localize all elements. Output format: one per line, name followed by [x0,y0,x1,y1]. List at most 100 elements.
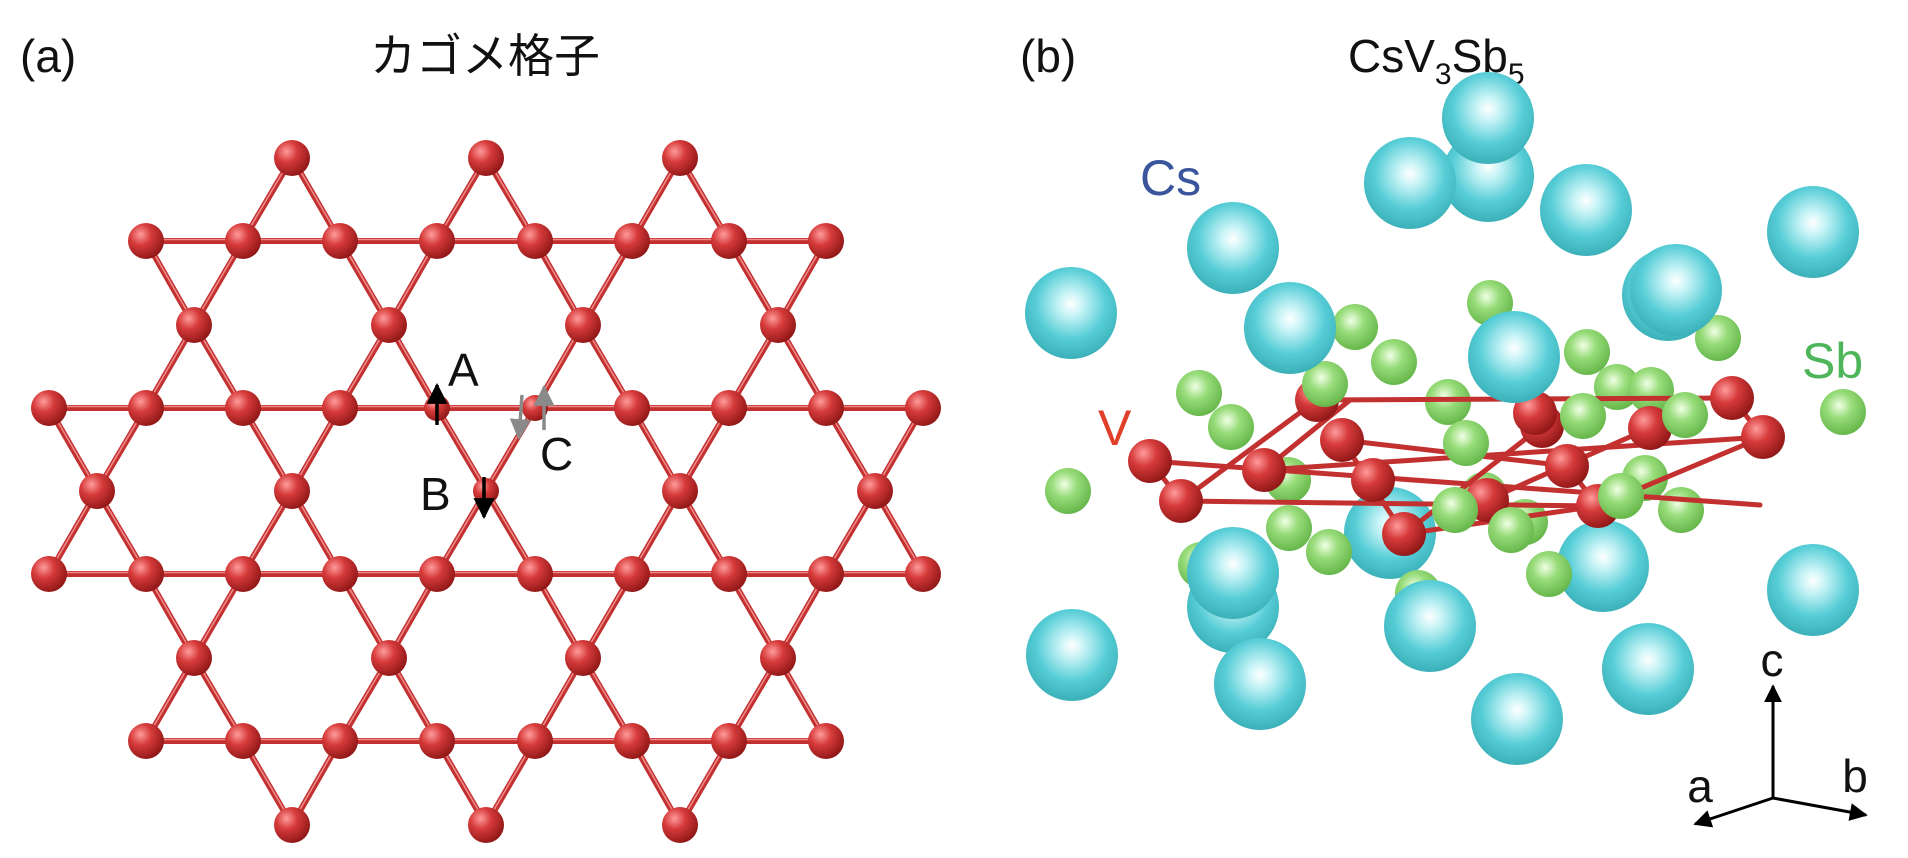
cs-atom [1630,244,1722,336]
kagome-atom [79,473,115,509]
cs-atom [1557,520,1649,612]
kagome-atom [225,390,261,426]
sb-atom [1820,389,1866,435]
sb-atom [1564,329,1610,375]
kagome-atom [662,140,698,176]
kagome-atom [176,640,212,676]
panel-a-title: カゴメ格子 [370,30,600,82]
kagome-atom [614,556,650,592]
title-csv: CsV [1348,30,1435,82]
v-bond [1401,423,1545,537]
kagome-atom [322,390,358,426]
v-atom [1513,391,1557,435]
cs-atom [1767,544,1859,636]
site-label-b: B [420,468,451,520]
v-atom [1741,415,1785,459]
sb-atom [1526,551,1572,597]
sb-atom [1443,420,1489,466]
kagome-atom [225,556,261,592]
panel-a-label: (a) [20,30,76,82]
kagome-atom [662,807,698,843]
kagome-atom [808,723,844,759]
v-atom [1545,444,1589,488]
kagome-atom [905,556,941,592]
v-atom [1320,418,1364,462]
kagome-atom [565,307,601,343]
kagome-bond-highlight [485,406,536,490]
sb-atom [1306,529,1352,575]
cs-atom [1187,527,1279,619]
kagome-atom [274,807,310,843]
v-atom [1628,406,1672,450]
panel-a-kagome: (a) カゴメ格子 A B C [20,30,941,843]
cs-atom [1602,623,1694,715]
cs-atom [1540,164,1632,256]
kagome-atom [371,307,407,343]
spin-gray-down-arrow-c [509,394,531,441]
kagome-atom [517,723,553,759]
sb-atom [1695,315,1741,361]
cs-atom [1364,137,1456,229]
cs-atoms-front [1026,72,1859,765]
v-atom [1159,479,1203,523]
kagome-atom [322,723,358,759]
kagome-atom [905,390,941,426]
kagome-atom [322,556,358,592]
sb-atom [1302,361,1348,407]
sb-atom [1208,404,1254,450]
axis-b-label: b [1842,750,1868,802]
kagome-atom [419,223,455,259]
kagome-atom [128,390,164,426]
sb-atom [1658,487,1704,533]
kagome-atom [31,556,67,592]
kagome-atom [371,640,407,676]
kagome-atoms [31,140,941,843]
sb-atom [1425,379,1471,425]
kagome-atom [274,473,310,509]
site-label-c: C [540,428,573,480]
sb-atom [1560,393,1606,439]
axis-b-arrow [1772,796,1868,821]
v-atom [1382,512,1426,556]
spin-arrows [426,382,555,520]
kagome-atom [128,223,164,259]
sb-atom [1598,473,1644,519]
kagome-atom [419,723,455,759]
kagome-atom-spin-site [473,478,499,504]
kagome-atom [565,640,601,676]
kagome-atom [517,223,553,259]
kagome-atom [31,390,67,426]
sb-atom [1628,367,1674,413]
sb-atom [1488,507,1534,553]
v-atom [1128,439,1172,483]
cs-atom [1025,267,1117,359]
kagome-atom [808,390,844,426]
kagome-atom [517,556,553,592]
kagome-atom [274,140,310,176]
panel-b-crystal: (b) CsV3Sb5 Cs Sb V c b a [1020,30,1868,828]
kagome-bond-highlight [436,406,487,490]
sb-atom [1432,487,1478,533]
kagome-atom [711,723,747,759]
cs-atom [1767,186,1859,278]
kagome-atom [760,640,796,676]
v-atom [1351,458,1395,502]
v-atom [1710,376,1754,420]
kagome-atom [468,140,504,176]
kagome-atom [711,223,747,259]
kagome-atom [808,223,844,259]
sb-atom [1266,505,1312,551]
kagome-atom [468,807,504,843]
kagome-atom [662,473,698,509]
v-bond [1178,397,1320,504]
kagome-atom [176,307,212,343]
kagome-atom [711,556,747,592]
kagome-atom [225,723,261,759]
kagome-atom [419,556,455,592]
site-label-a: A [448,344,479,396]
v-bond [1178,498,1601,509]
kagome-atom [128,556,164,592]
sb-atom [1662,392,1708,438]
axis-c-label: c [1761,634,1784,686]
